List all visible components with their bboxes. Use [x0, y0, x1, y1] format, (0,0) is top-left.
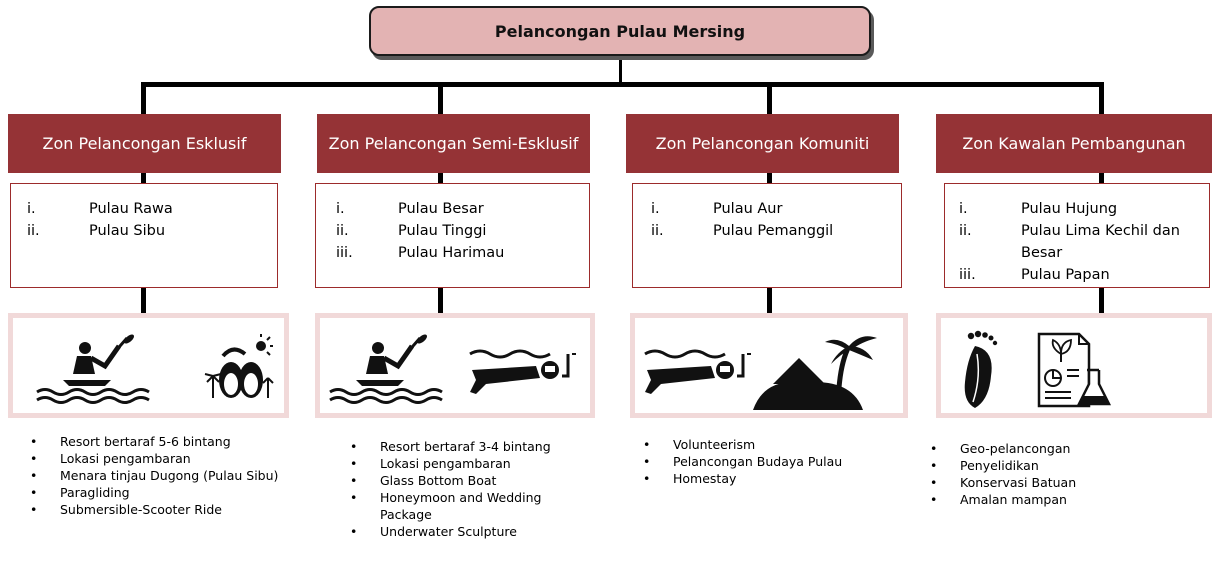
- connector-z4-a: [1099, 173, 1104, 185]
- activity-item: Underwater Sculpture: [350, 523, 582, 540]
- kayaking-icon: [329, 334, 443, 404]
- island-item: iii.Pulau Papan: [959, 267, 1110, 283]
- island-item: ii.Pulau Pemanggil: [651, 223, 834, 239]
- zone-4-islands: i.Pulau Hujung ii.Pulau Lima Kechil dan …: [959, 198, 1199, 286]
- activity-item: Volunteerism: [643, 436, 903, 453]
- activity-item: Geo-pelancongan: [930, 440, 1200, 457]
- activity-item: Resort bertaraf 3-4 bintang: [350, 438, 582, 455]
- zone-4-activities: Geo-pelancongan Penyelidikan Konservasi …: [930, 440, 1200, 508]
- island-house-icon: [753, 336, 877, 410]
- connector-z3-b: [767, 288, 772, 315]
- snorkeling-icon: [644, 349, 751, 394]
- zone-heading-1-text: Zon Pelancongan Esklusif: [42, 133, 247, 153]
- connector-zone-3: [767, 82, 772, 115]
- zone-heading-2-text: Zon Pelancongan Semi-Esklusif: [328, 133, 579, 153]
- activity-item: Menara tinjau Dugong (Pulau Sibu): [30, 467, 280, 484]
- connector-z2-b: [438, 288, 443, 315]
- zone-1-activities: Resort bertaraf 5-6 bintang Lokasi penga…: [30, 433, 280, 518]
- activity-item: Amalan mampan: [930, 491, 1200, 508]
- zone-1-icons-box: [8, 313, 289, 418]
- island-item: iii.Pulau Harimau: [336, 245, 505, 261]
- connector-z1-a: [141, 173, 146, 185]
- activity-item: Honeymoon and Wedding Package: [350, 489, 582, 523]
- zone-4-icons-box: [936, 313, 1212, 418]
- root-title: Pelancongan Pulau Mersing: [494, 21, 746, 41]
- connector-z4-b: [1099, 288, 1104, 315]
- activity-item: Lokasi pengambaran: [30, 450, 280, 467]
- zone-heading-2: Zon Pelancongan Semi-Esklusif: [317, 114, 590, 173]
- zone-heading-4-text: Zon Kawalan Pembangunan: [962, 133, 1186, 153]
- connector-z3-a: [767, 173, 772, 185]
- connector-zone-1: [141, 82, 146, 115]
- zone-heading-3-text: Zon Pelancongan Komuniti: [655, 133, 870, 153]
- eco-footprint-icon: [964, 330, 998, 408]
- island-item: i.Pulau Rawa: [27, 201, 173, 217]
- activity-item: Homestay: [643, 470, 903, 487]
- zone-heading-3: Zon Pelancongan Komuniti: [626, 114, 899, 173]
- island-item: ii.Pulau Lima Kechil dan Besar: [959, 223, 1180, 261]
- connector-z1-b: [141, 288, 146, 315]
- kayaking-icon: [36, 334, 150, 404]
- connector-zone-4: [1099, 82, 1104, 115]
- zone-3-activities: Volunteerism Pelancongan Budaya Pulau Ho…: [643, 436, 903, 487]
- activity-item: Glass Bottom Boat: [350, 472, 582, 489]
- island-item: i.Pulau Hujung: [959, 201, 1118, 217]
- activity-item: Resort bertaraf 5-6 bintang: [30, 433, 280, 450]
- island-item: ii.Pulau Tinggi: [336, 223, 487, 239]
- zone-1-islands-box: i.Pulau Rawa ii.Pulau Sibu: [10, 183, 278, 288]
- zone-heading-4: Zon Kawalan Pembangunan: [936, 114, 1212, 173]
- activity-item: Lokasi pengambaran: [350, 455, 582, 472]
- zone-3-icons-box: [630, 313, 908, 418]
- connector-root: [619, 56, 622, 84]
- zone-4-islands-box: i.Pulau Hujung ii.Pulau Lima Kechil dan …: [944, 183, 1210, 288]
- island-item: ii.Pulau Sibu: [27, 223, 166, 239]
- zone-3-islands: i.Pulau Aur ii.Pulau Pemanggil: [651, 198, 833, 242]
- research-report-icon: [1037, 332, 1112, 408]
- root-title-box: Pelancongan Pulau Mersing: [369, 6, 871, 56]
- island-item: i.Pulau Besar: [336, 201, 484, 217]
- couple-beach-icon: [204, 334, 274, 398]
- connector-horizontal: [143, 82, 1103, 87]
- zone-1-islands: i.Pulau Rawa ii.Pulau Sibu: [27, 198, 173, 242]
- activity-item: Pelancongan Budaya Pulau: [643, 453, 903, 470]
- island-item: i.Pulau Aur: [651, 201, 783, 217]
- zone-2-activities: Resort bertaraf 3-4 bintang Lokasi penga…: [350, 438, 582, 540]
- zone-2-islands-box: i.Pulau Besar ii.Pulau Tinggi iii.Pulau …: [315, 183, 590, 288]
- zone-heading-1: Zon Pelancongan Esklusif: [8, 114, 281, 173]
- connector-z2-a: [438, 173, 443, 185]
- activity-item: Konservasi Batuan: [930, 474, 1200, 491]
- zone-2-islands: i.Pulau Besar ii.Pulau Tinggi iii.Pulau …: [336, 198, 504, 264]
- snorkeling-icon: [469, 349, 576, 394]
- zone-2-icons-box: [315, 313, 595, 418]
- connector-zone-2: [438, 82, 443, 115]
- activity-item: Paragliding: [30, 484, 280, 501]
- zone-3-islands-box: i.Pulau Aur ii.Pulau Pemanggil: [632, 183, 902, 288]
- activity-item: Penyelidikan: [930, 457, 1200, 474]
- activity-item: Submersible-Scooter Ride: [30, 501, 280, 518]
